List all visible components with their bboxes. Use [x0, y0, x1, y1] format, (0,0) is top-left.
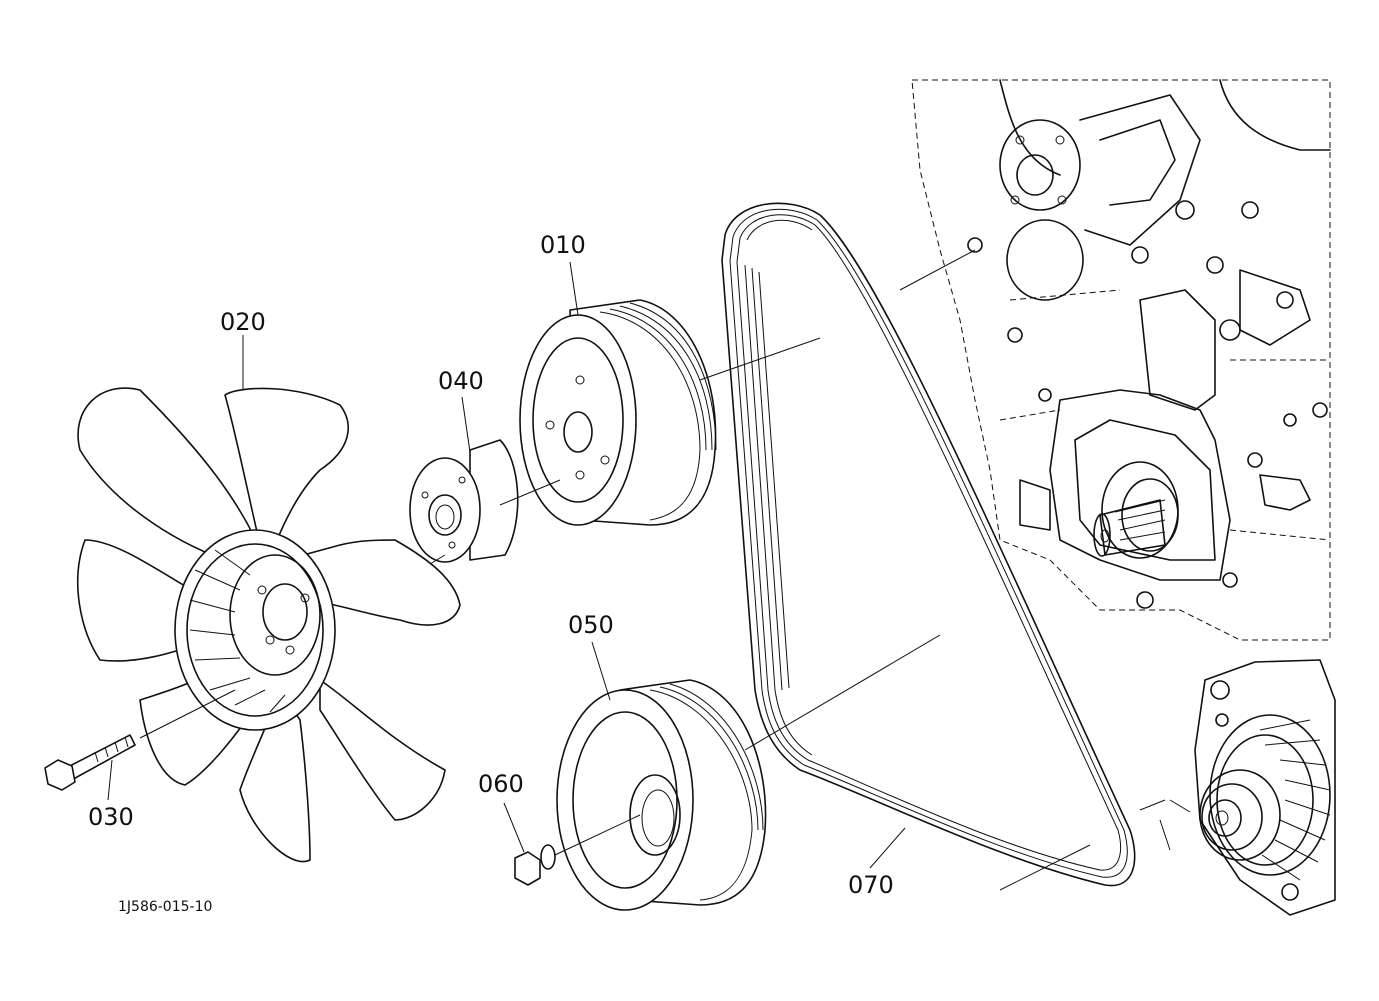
part-label-050: 050	[568, 611, 614, 639]
bolt-060-drawing	[514, 814, 641, 886]
leader-lines	[107, 249, 1191, 869]
part-label-030: 030	[88, 803, 134, 831]
spacer-040-drawing	[409, 439, 561, 571]
part-label-060: 060	[478, 770, 524, 798]
fan-020-drawing	[76, 387, 461, 863]
belt-070-drawing	[721, 202, 1136, 887]
part-label-040: 040	[438, 367, 484, 395]
engine-block-drawing	[911, 79, 1331, 641]
pulley-050-drawing	[556, 634, 1091, 911]
drawing-code: 1J586-015-10	[118, 899, 212, 915]
part-label-070: 070	[848, 871, 894, 899]
part-label-010: 010	[540, 231, 586, 259]
part-label-020: 020	[220, 308, 266, 336]
alternator-drawing	[1194, 659, 1336, 916]
pulley-010-drawing	[519, 299, 821, 526]
bolt-030-drawing	[44, 689, 236, 791]
